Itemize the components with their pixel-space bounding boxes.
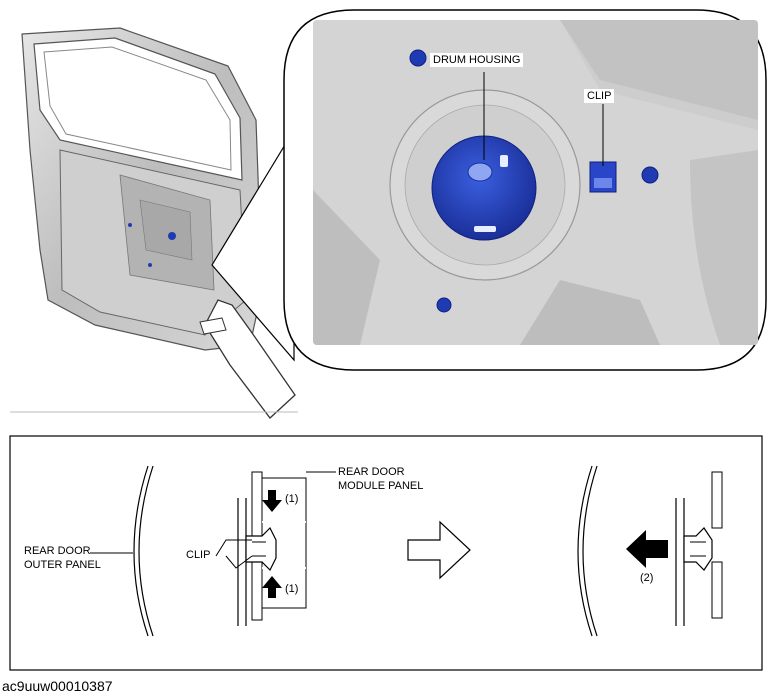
clip-shape-removed — [683, 527, 713, 571]
detail-view — [283, 9, 767, 371]
rear-door-overview — [10, 27, 298, 419]
clip-schematic-label: CLIP — [186, 549, 211, 561]
step-2-label: (2) — [640, 572, 654, 584]
step-1-top-label: (1) — [285, 493, 299, 505]
arrow-up-step-1 — [262, 576, 282, 598]
clip-leader-1 — [215, 539, 252, 557]
arrow-down-step-1 — [262, 490, 282, 512]
clip-leader-2 — [225, 555, 253, 569]
module-panel-label-line2: MODULE PANEL — [338, 480, 424, 492]
transition-arrow — [407, 520, 471, 580]
drum-housing-label: DRUM HOUSING — [430, 53, 524, 67]
outer-panel-label-line2: OUTER PANEL — [24, 559, 101, 571]
clip-shape-installed — [245, 526, 277, 572]
module-panel-label-line1: REAR DOOR — [338, 466, 405, 478]
arrow-left-step-2 — [626, 530, 668, 568]
clip-removal-schematic — [9, 435, 763, 671]
step-1-bottom-label: (1) — [285, 583, 299, 595]
outer-panel-arc-left — [133, 465, 149, 637]
figure-id: ac9uuw00010387 — [2, 678, 113, 694]
clip-callout-label: CLIP — [584, 89, 615, 103]
outer-panel-label-line1: REAR DOOR — [24, 545, 91, 557]
